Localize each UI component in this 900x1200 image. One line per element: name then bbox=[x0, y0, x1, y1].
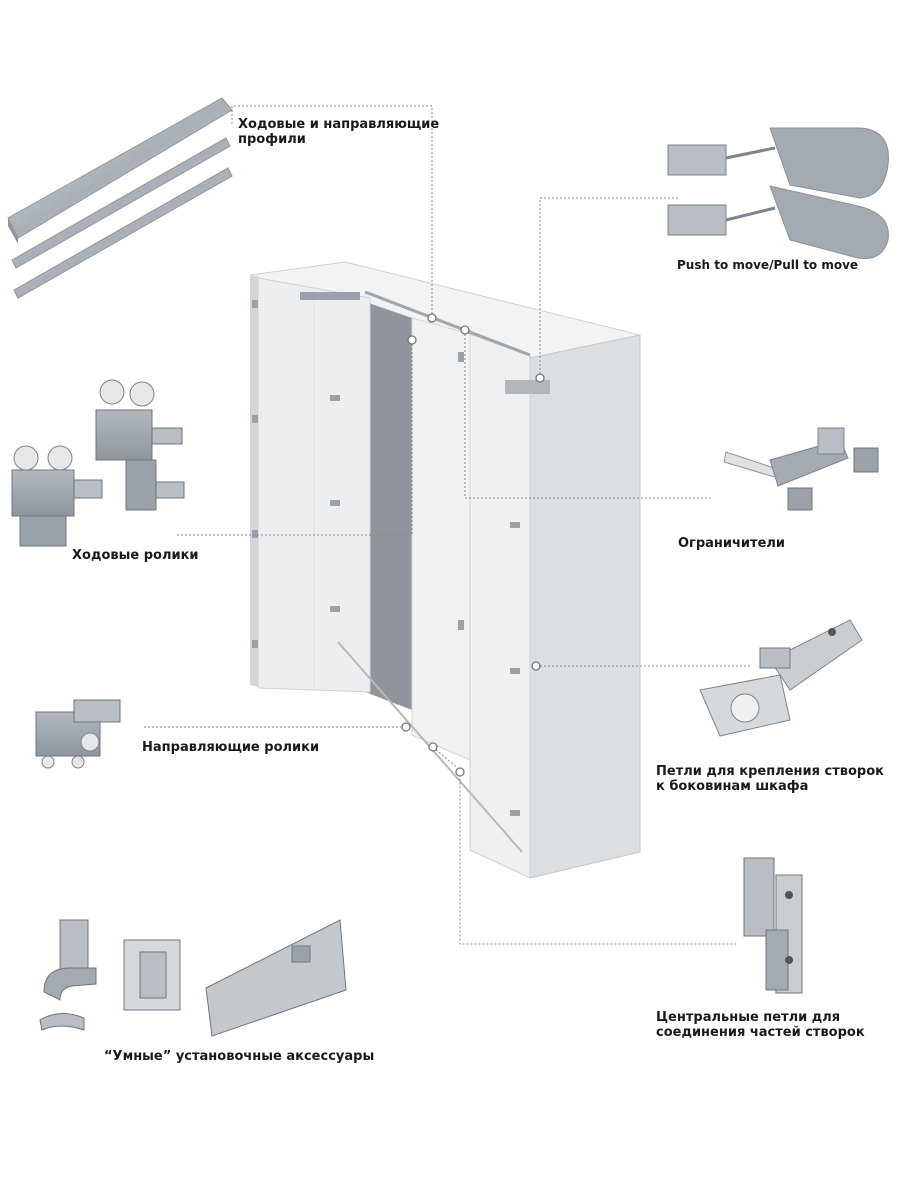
hinge-image bbox=[699, 619, 863, 737]
smart-accessories-image bbox=[39, 919, 347, 1037]
central-hinge-image bbox=[743, 857, 803, 994]
leader-dots bbox=[401, 313, 545, 777]
cabinet bbox=[249, 261, 641, 879]
label-profiles-line1: Ходовые и направляющие bbox=[238, 117, 440, 132]
label-hinges: Петли для крепления створок к боковинам … bbox=[656, 764, 884, 794]
label-central-hinges: Центральные петли для соединения частей … bbox=[656, 1010, 865, 1040]
profiles-image bbox=[7, 97, 233, 299]
push-pull-image bbox=[667, 127, 889, 260]
label-hinges-line1: Петли для крепления створок bbox=[656, 764, 884, 779]
label-profiles-line2: профили bbox=[238, 132, 306, 147]
running-rollers-image bbox=[11, 379, 185, 547]
label-central-hinges-line2: соединения частей створок bbox=[656, 1025, 865, 1040]
guide-rollers-image bbox=[35, 699, 121, 769]
label-hinges-line2: к боковинам шкафа bbox=[656, 779, 809, 794]
leader-lines bbox=[142, 105, 750, 945]
label-guide-rollers: Направляющие ролики bbox=[142, 740, 320, 755]
label-profiles: Ходовые и направляющие профили bbox=[238, 117, 439, 147]
limiters-image bbox=[723, 427, 879, 511]
label-smart-accessories: “Умные” установочные аксессуары bbox=[104, 1049, 375, 1064]
label-running-rollers: Ходовые ролики bbox=[72, 548, 199, 563]
label-central-hinges-line1: Центральные петли для bbox=[656, 1010, 841, 1025]
label-push-pull: Push to move/Pull to move bbox=[677, 258, 859, 272]
label-limiters: Ограничители bbox=[678, 536, 786, 551]
